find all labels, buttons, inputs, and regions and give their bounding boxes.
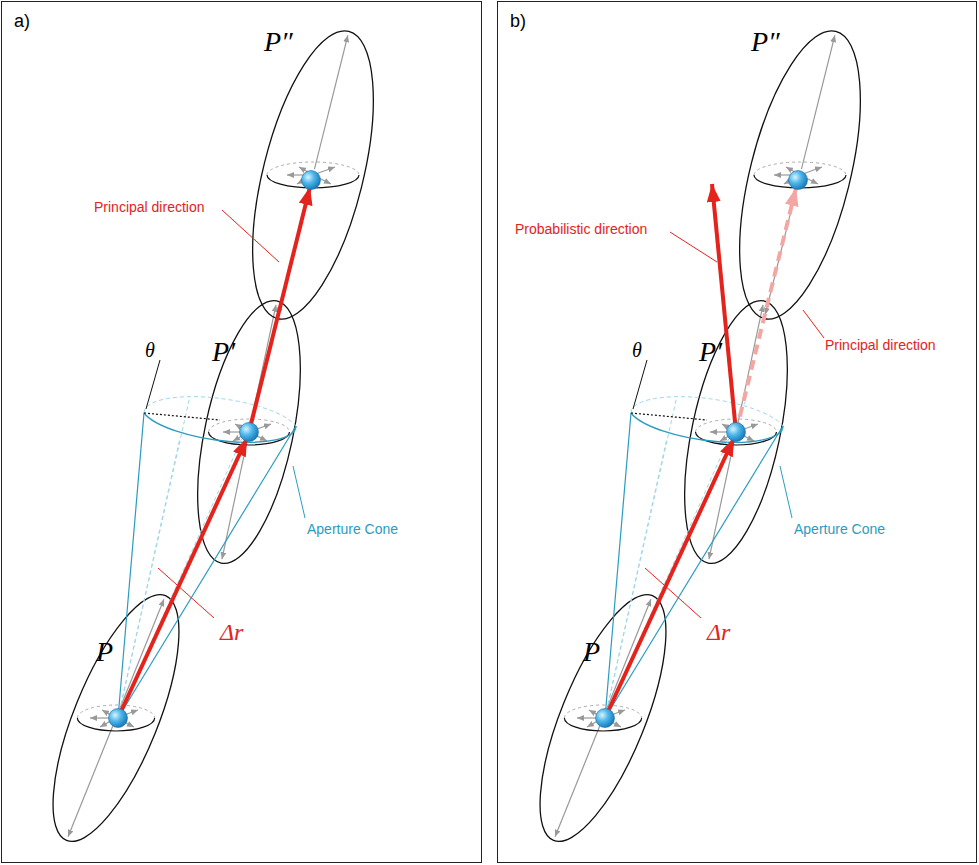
sample-point — [789, 171, 808, 190]
point-label: P — [94, 637, 115, 668]
cone-edge-back — [118, 396, 190, 718]
direction-label: Probabilistic direction — [513, 222, 649, 237]
cone-angle — [631, 413, 707, 420]
panel-letter: b) — [508, 12, 528, 32]
cone-edge-back — [605, 396, 677, 718]
tensor-ellipsoid — [178, 292, 320, 572]
point-label: P — [581, 637, 602, 668]
cross-section — [77, 705, 154, 731]
direction-label: Principal direction — [92, 200, 207, 215]
cone-edge-back — [605, 402, 745, 718]
leader-line — [222, 210, 279, 262]
step-arrow — [605, 438, 734, 718]
cone-edge — [118, 426, 296, 718]
cone-label: Aperture Cone — [305, 522, 400, 537]
sample-point — [302, 171, 321, 190]
panel-frame — [2, 2, 482, 863]
aperture-cone — [118, 396, 296, 718]
tensor-ellipsoid — [515, 580, 692, 856]
tensor-ellipsoid — [716, 19, 885, 330]
panel-frame — [498, 2, 977, 863]
point-label: P′ — [210, 337, 237, 368]
tensor-ellipsoid — [28, 580, 205, 856]
step-label: Δr — [218, 619, 245, 645]
cone-edge — [605, 426, 783, 718]
panel-letter: a) — [12, 12, 32, 32]
cone-edge-back — [118, 438, 180, 718]
direction-label: Principal direction — [823, 338, 938, 353]
step-arrow — [118, 438, 247, 718]
sample-point — [240, 423, 259, 442]
leader-line — [293, 466, 305, 518]
leader-line — [670, 232, 717, 262]
cone-edge-back — [605, 438, 667, 718]
cross-section — [564, 705, 641, 731]
principal-arrow — [736, 188, 796, 432]
tensor-ellipsoid — [665, 292, 807, 572]
panel — [515, 19, 885, 856]
leader-line — [146, 360, 160, 409]
point-label: P″ — [749, 27, 782, 58]
probabilistic-arrow — [712, 184, 736, 432]
sample-point — [109, 709, 128, 728]
leader-line — [633, 360, 647, 409]
principal-arrow — [249, 187, 310, 432]
panel — [28, 19, 398, 856]
leader-line — [803, 310, 824, 338]
angle-label: θ — [143, 339, 157, 361]
cone-angle — [144, 413, 220, 420]
cone-label: Aperture Cone — [792, 522, 887, 537]
tensor-ellipsoid — [229, 19, 398, 330]
sample-point — [596, 709, 615, 728]
aperture-cone — [605, 396, 783, 718]
leader-line — [780, 466, 792, 518]
point-label: P′ — [697, 337, 724, 368]
point-label: P″ — [262, 27, 295, 58]
sample-point — [727, 423, 746, 442]
cone-edge-back — [118, 402, 258, 718]
angle-label: θ — [630, 339, 644, 361]
step-label: Δr — [705, 619, 732, 645]
